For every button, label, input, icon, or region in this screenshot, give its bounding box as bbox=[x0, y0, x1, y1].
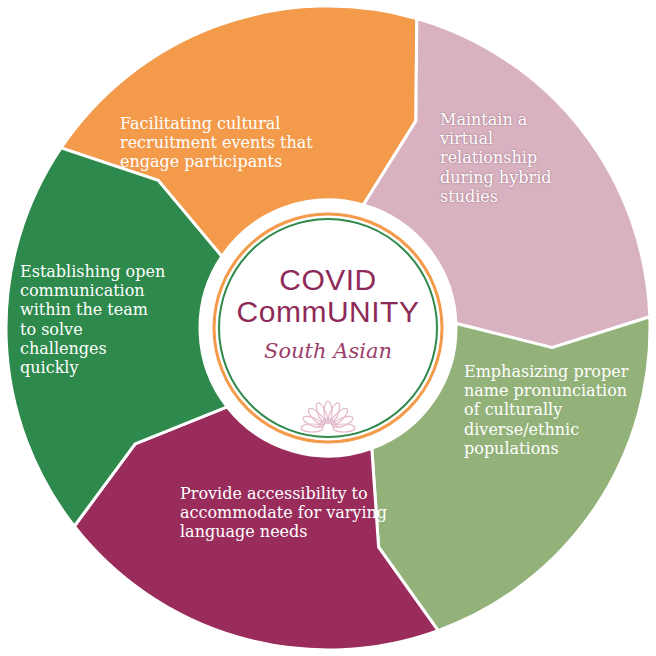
segment-text-box: Establishing open communication within t… bbox=[20, 262, 168, 377]
segment-label: Facilitating cultural recruitment events… bbox=[120, 114, 352, 172]
logo-text-box: COVID CommUNITY South Asian bbox=[206, 206, 450, 450]
segment-label: Establishing open communication within t… bbox=[20, 262, 168, 377]
segment-text-box: Maintain a virtual relationship during h… bbox=[440, 110, 582, 206]
segment-text-box: Emphasizing proper name pronunciation of… bbox=[464, 362, 629, 458]
mandala-core bbox=[319, 419, 337, 428]
arrow-segment: Establishing open communication within t… bbox=[4, 145, 230, 529]
segment-text-box: Facilitating cultural recruitment events… bbox=[120, 114, 352, 172]
logo-subtitle: South Asian bbox=[228, 339, 428, 364]
logo-title: COVID CommUNITY bbox=[228, 264, 428, 329]
segment-text-box: Provide accessibility to accommodate for… bbox=[180, 484, 402, 542]
logo-ring bbox=[207, 207, 449, 449]
logo-circle: COVID CommUNITY South Asian bbox=[206, 206, 450, 450]
segment-label: Provide accessibility to accommodate for… bbox=[180, 484, 402, 542]
logo-ring bbox=[214, 214, 442, 442]
segment-label: Emphasizing proper name pronunciation of… bbox=[464, 362, 629, 458]
logo-ring bbox=[219, 219, 437, 437]
segment-label: Maintain a virtual relationship during h… bbox=[440, 110, 582, 206]
segment-path bbox=[6, 148, 227, 526]
